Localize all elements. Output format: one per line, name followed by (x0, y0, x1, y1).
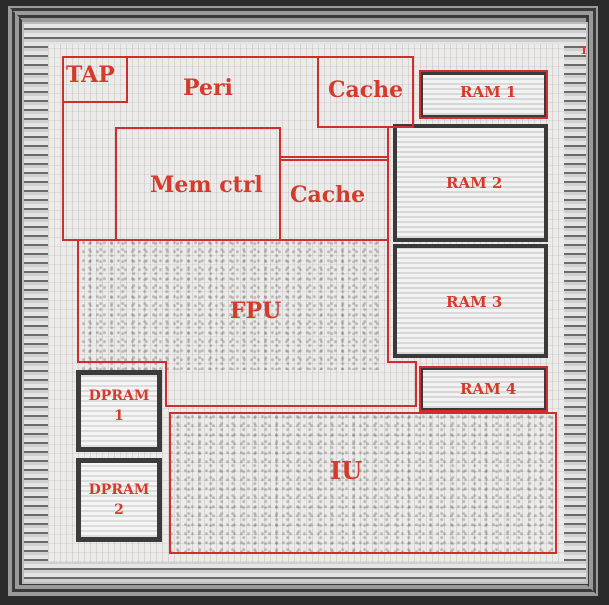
cache-top-label: Cache (328, 77, 404, 103)
iu-texture (170, 414, 556, 552)
dpram2-label-line1: DPRAM (88, 482, 150, 498)
ram4-label: RAM 4 (460, 380, 517, 398)
tap-label: TAP (66, 62, 115, 88)
peri-label: Peri (183, 75, 233, 101)
fpu-texture (82, 240, 382, 370)
fpu-label: FPU (230, 298, 282, 324)
mem-ctrl-label: Mem ctrl (150, 172, 263, 198)
iu-label: IU (330, 456, 363, 485)
ram2-macro (393, 124, 548, 242)
ram4-region (419, 366, 548, 412)
dpram1-macro (76, 370, 162, 452)
dpram1-label-line1: DPRAM (88, 388, 150, 404)
dpram1-label-line2: 1 (114, 408, 124, 424)
cache-top-region (317, 56, 414, 128)
fpu-region (77, 128, 417, 407)
cache-mid-label: Cache (290, 182, 366, 208)
ram1-region (419, 70, 548, 119)
corner-pin-mark: 1 (580, 44, 588, 57)
dpram1-label: DPRAM 1 (86, 386, 152, 426)
ram1-label: RAM 1 (460, 83, 517, 101)
dpram2-label: DPRAM 2 (86, 480, 152, 520)
ram3-macro (393, 244, 548, 358)
ram2-label: RAM 2 (446, 174, 503, 192)
ram3-label: RAM 3 (446, 293, 503, 311)
dpram2-macro (76, 458, 162, 542)
iu-region (169, 412, 557, 554)
dpram2-label-line2: 2 (114, 502, 124, 518)
